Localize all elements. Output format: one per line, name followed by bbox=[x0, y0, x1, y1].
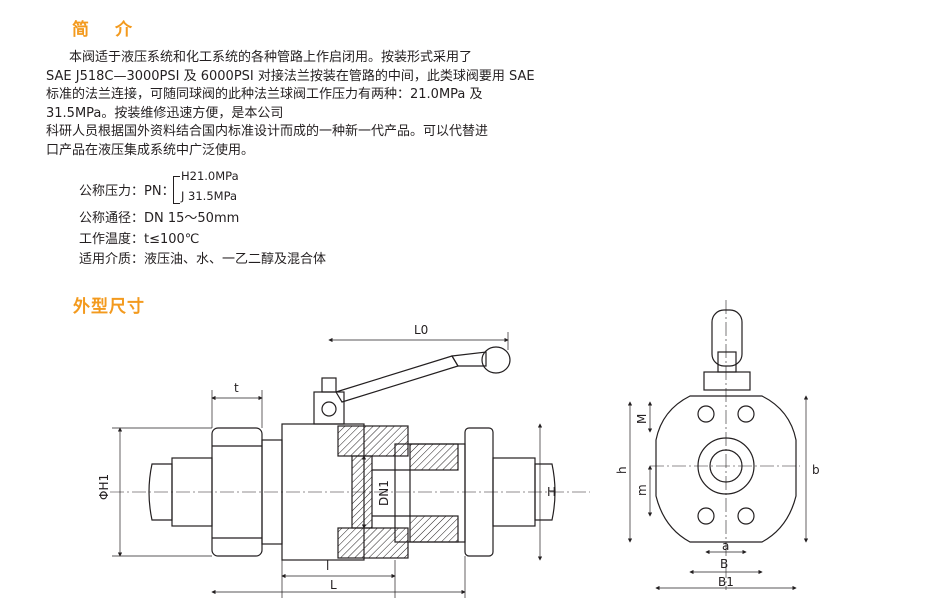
label-B: B bbox=[720, 557, 728, 571]
intro-line: SAE J518C—3000PSI 及 6000PSI 对接法兰按装在管路的中间… bbox=[46, 68, 535, 84]
label-H: H bbox=[547, 485, 556, 499]
label-L0: L0 bbox=[414, 323, 428, 337]
intro-line: 科研人员根据国外资料结合国内标准设计而成的一种新一代产品。可以代替进 bbox=[46, 124, 489, 140]
intro-heading: 简介 bbox=[72, 20, 158, 40]
side-view bbox=[650, 300, 800, 590]
front-view bbox=[110, 346, 590, 561]
working-temperature: 工作温度：t≤100℃ bbox=[79, 232, 200, 247]
label-M: M bbox=[635, 414, 649, 424]
label-B1: B1 bbox=[718, 575, 734, 589]
intro-line: 本阀适于液压系统和化工系统的各种管路上作启闭用。按装形式采用了 bbox=[69, 50, 473, 65]
intro-line: 标准的法兰连接，可随同球阀的此种法兰球阀工作压力有两种：21.0MPa 及 bbox=[46, 87, 483, 103]
label-t: t bbox=[234, 381, 239, 395]
dimensions-heading: 外型尺寸 bbox=[73, 297, 145, 317]
side-dimension-labels: M h m b a B B1 bbox=[615, 414, 820, 589]
label-h: h bbox=[615, 466, 629, 474]
pressure-bracket bbox=[173, 176, 180, 204]
pressure-label: 公称压力：PN： bbox=[79, 184, 175, 199]
label-l: l bbox=[326, 559, 329, 573]
pressure-option-j: J 31.5MPa bbox=[181, 189, 238, 203]
applicable-media: 适用介质：液压油、水、一乙二醇及混合体 bbox=[79, 252, 327, 267]
label-b: b bbox=[812, 463, 820, 477]
label-a: a bbox=[722, 539, 729, 553]
label-L: L bbox=[330, 578, 337, 592]
intro-line: 口产品在液压集成系统中广泛使用。 bbox=[46, 142, 255, 158]
side-dimensions bbox=[627, 395, 809, 591]
label-DN1: DN1 bbox=[377, 480, 391, 506]
pressure-option-h: H21.0MPa bbox=[181, 169, 239, 183]
front-dimension-labels: L0 t ΦH1 H DN1 l L bbox=[97, 323, 556, 592]
nominal-diameter: 公称通径：DN 15～50mm bbox=[79, 211, 240, 226]
label-phiH1: ΦH1 bbox=[97, 474, 111, 500]
label-m: m bbox=[635, 484, 649, 496]
front-dimensions bbox=[112, 332, 543, 598]
intro-line: 31.5MPa。按装维修迅速方便，是本公司 bbox=[46, 105, 284, 121]
intro-paragraph: 本阀适于液压系统和化工系统的各种管路上作启闭用。按装形式采用了 SAE J518… bbox=[46, 49, 581, 161]
